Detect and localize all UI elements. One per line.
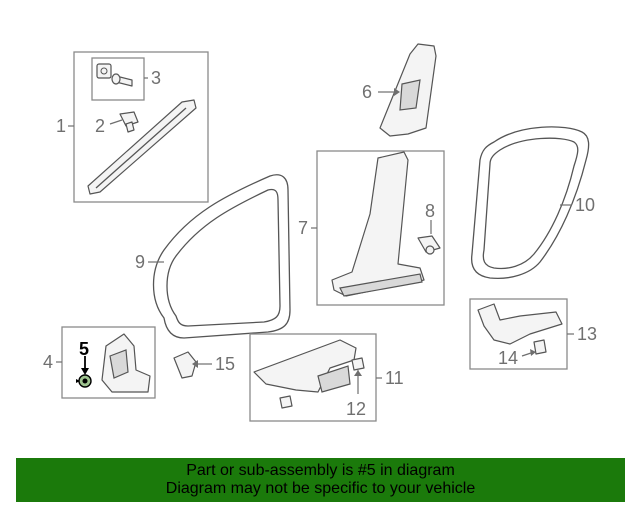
sill-plate-part-11 [253,339,357,393]
group-4-kick-panel: 4 5 [43,326,156,399]
group-15-clip: 15 [173,351,235,379]
clip-part-3 [96,63,133,87]
group-1-box [73,51,209,203]
info-banner: Part or sub-assembly is #5 in diagram Di… [16,458,625,502]
group-1-a-pillar-trim: 1 2 3 [56,51,209,203]
banner-line-2: Diagram may not be specific to your vehi… [165,480,476,497]
group-10-rear-door-seal: 10 [470,126,595,280]
callout-2: 2 [95,116,105,136]
door-seal-part-9 [152,174,291,339]
callout-9: 9 [135,252,145,272]
screw-part-5-highlighted [76,356,92,388]
callout-4: 4 [43,352,53,372]
clip-part-2 [119,111,139,133]
callout-7: 7 [298,218,308,238]
group-11-sill-plate: 11 12 [249,333,404,422]
callout-10: 10 [575,195,595,215]
parts-diagram: 1 2 3 6 7 8 9 10 [43,43,597,422]
group-3-box [91,57,145,101]
group-13-rear-trim: 13 14 [469,298,597,370]
callout-3: 3 [151,68,161,88]
clip-part-15 [173,351,197,379]
callout-11: 11 [385,368,404,388]
lower-pillar-trim-part-7 [331,151,425,297]
clip-part-12 [351,357,365,394]
callout-13: 13 [577,324,597,344]
door-seal-part-10 [470,126,590,280]
group-7-lower-b-pillar: 7 8 [298,150,445,306]
callout-6: 6 [362,82,372,102]
banner-line-1: Part or sub-assembly is #5 in diagram [186,462,455,479]
callout-5: 5 [79,339,89,359]
clip-part-14 [533,339,547,355]
callout-14: 14 [498,348,518,368]
callout-12: 12 [346,399,366,419]
callout-8: 8 [425,201,435,221]
clip-part-8 [417,235,441,255]
group-6-upper-b-pillar: 6 [362,43,437,137]
callout-1: 1 [56,116,66,136]
rear-trim-part-13 [477,303,563,345]
group-9-front-door-seal: 9 [135,174,291,339]
callout-15: 15 [215,354,235,374]
